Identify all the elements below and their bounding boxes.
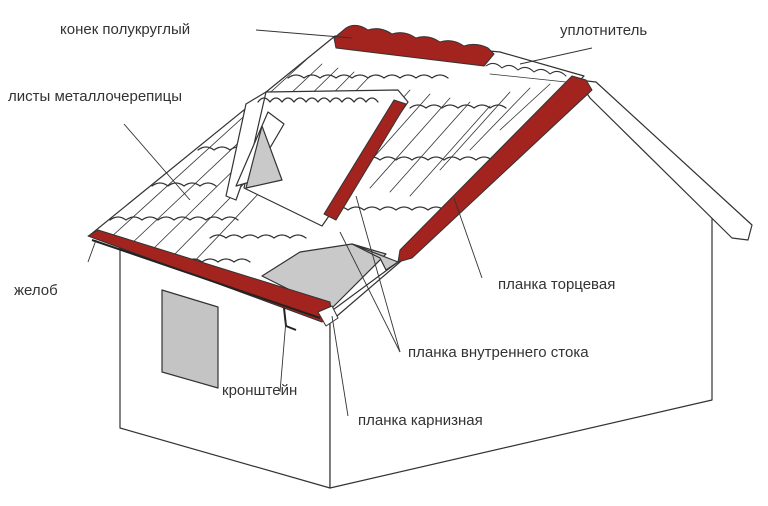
- label-gutter: желоб: [14, 282, 58, 299]
- bracket: [283, 307, 297, 331]
- end-strip: [397, 75, 593, 263]
- tile-course: [209, 234, 307, 239]
- valley-membrane-edge: [351, 243, 399, 271]
- label-ridge-cap: конек полукруглый: [60, 21, 191, 38]
- leader-sheets: [123, 123, 191, 201]
- leader-sealant: [519, 47, 593, 65]
- dormer-window: [245, 125, 283, 189]
- label-eave-strip: планка карнизная: [358, 412, 483, 429]
- leader-valley-strip: [355, 195, 401, 353]
- sealant-strip: [489, 73, 567, 83]
- sealant-strip: [485, 62, 567, 77]
- label-valley-strip: планка внутреннего стока: [408, 344, 589, 361]
- label-metal-tile-sheets: листы металлочерепицы: [8, 88, 183, 105]
- leader-eave-strip: [331, 315, 349, 417]
- leader-gutter: [87, 239, 97, 263]
- leader-valley-strip-2: [339, 231, 401, 353]
- ridge-cap: [333, 24, 495, 67]
- valley-strip: [323, 99, 407, 221]
- leader-ridge: [255, 29, 353, 39]
- label-sealant: уплотнитель: [560, 22, 648, 39]
- leader-end-strip: [453, 197, 483, 279]
- barge-board: [577, 79, 753, 241]
- gutter-lip: [91, 239, 321, 319]
- tile-course: [151, 182, 217, 187]
- dormer-ridge-caps: [257, 97, 379, 103]
- leader-bracket: [279, 319, 287, 393]
- label-bracket: кронштейн: [222, 382, 298, 399]
- tile-course: [109, 216, 239, 221]
- tile-course: [409, 104, 507, 109]
- wall-window: [161, 289, 219, 389]
- label-end-strip: планка торцевая: [498, 276, 616, 293]
